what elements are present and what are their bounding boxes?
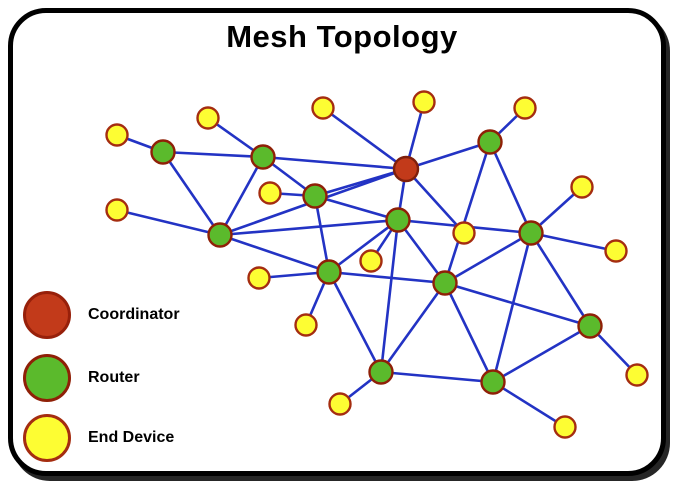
node-n12-end_device[interactable]	[105, 198, 129, 222]
node-n4-router[interactable]	[250, 144, 276, 170]
node-n24-router[interactable]	[577, 313, 603, 339]
edge-n24-n27	[491, 324, 592, 384]
node-n17-end_device[interactable]	[570, 175, 594, 199]
node-n19-end_device[interactable]	[247, 266, 271, 290]
node-n23-router[interactable]	[432, 270, 458, 296]
edge-n14-n26	[379, 218, 400, 374]
edge-n11-n14	[313, 194, 400, 222]
edge-n23-n27	[443, 281, 495, 384]
node-n22-end_device[interactable]	[359, 249, 383, 273]
node-n14-router[interactable]	[385, 207, 411, 233]
node-n16-router[interactable]	[518, 220, 544, 246]
edge-n16-n27	[491, 231, 533, 384]
edge-n4-n8	[261, 155, 408, 171]
node-n27-router[interactable]	[480, 369, 506, 395]
edge-n4-n13	[218, 155, 265, 237]
edge-n2-n13	[161, 150, 222, 237]
node-n21-end_device[interactable]	[294, 313, 318, 337]
edge-n16-n18	[529, 231, 618, 253]
edge-n8-n15	[404, 167, 466, 235]
coordinator-swatch-icon	[23, 291, 71, 339]
node-n11-router[interactable]	[302, 183, 328, 209]
legend-item-coordinator: Coordinator	[23, 291, 180, 339]
legend-label-end-device: End Device	[88, 429, 175, 446]
edge-n5-n8	[321, 106, 408, 171]
edge-n13-n20	[218, 233, 331, 274]
edge-n23-n24	[443, 281, 592, 328]
node-n8-coordinator[interactable]	[392, 155, 420, 183]
node-n6-end_device[interactable]	[412, 90, 436, 114]
edge-n13-n14	[218, 218, 400, 237]
end-device-swatch-icon	[23, 414, 71, 462]
node-n7-end_device[interactable]	[513, 96, 537, 120]
node-n13-router[interactable]	[207, 222, 233, 248]
node-n28-end_device[interactable]	[553, 415, 577, 439]
node-n20-router[interactable]	[316, 259, 342, 285]
edge-n27-n28	[491, 380, 567, 429]
edge-n9-n16	[488, 140, 533, 235]
legend-label-coordinator: Coordinator	[88, 306, 180, 323]
edge-n16-n24	[529, 231, 592, 328]
legend-label-router: Router	[88, 369, 140, 386]
node-n15-end_device[interactable]	[452, 221, 476, 245]
edge-n12-n13	[115, 208, 222, 237]
node-n10-end_device[interactable]	[258, 181, 282, 205]
node-n29-end_device[interactable]	[328, 392, 352, 416]
node-n18-end_device[interactable]	[604, 239, 628, 263]
edge-n16-n23	[443, 231, 533, 285]
edge-n11-n20	[313, 194, 331, 274]
edge-n14-n23	[396, 218, 447, 285]
legend-item-router: Router	[23, 354, 140, 402]
node-n2-router[interactable]	[150, 139, 176, 165]
page-title: Mesh Topology	[226, 19, 458, 54]
node-n1-end_device[interactable]	[105, 123, 129, 147]
edge-n26-n27	[379, 370, 495, 384]
node-n9-router[interactable]	[477, 129, 503, 155]
edge-n20-n23	[327, 270, 447, 285]
edge-n2-n4	[161, 150, 265, 159]
edge-n14-n20	[327, 218, 400, 274]
node-n25-end_device[interactable]	[625, 363, 649, 387]
node-n26-router[interactable]	[368, 359, 394, 385]
edge-n9-n23	[443, 140, 492, 285]
node-n3-end_device[interactable]	[196, 106, 220, 130]
router-swatch-icon	[23, 354, 71, 402]
legend-item-end-device: End Device	[23, 414, 175, 462]
edge-n20-n26	[327, 270, 383, 374]
node-n5-end_device[interactable]	[311, 96, 335, 120]
edge-n8-n9	[404, 140, 492, 171]
edge-n23-n26	[379, 281, 447, 374]
